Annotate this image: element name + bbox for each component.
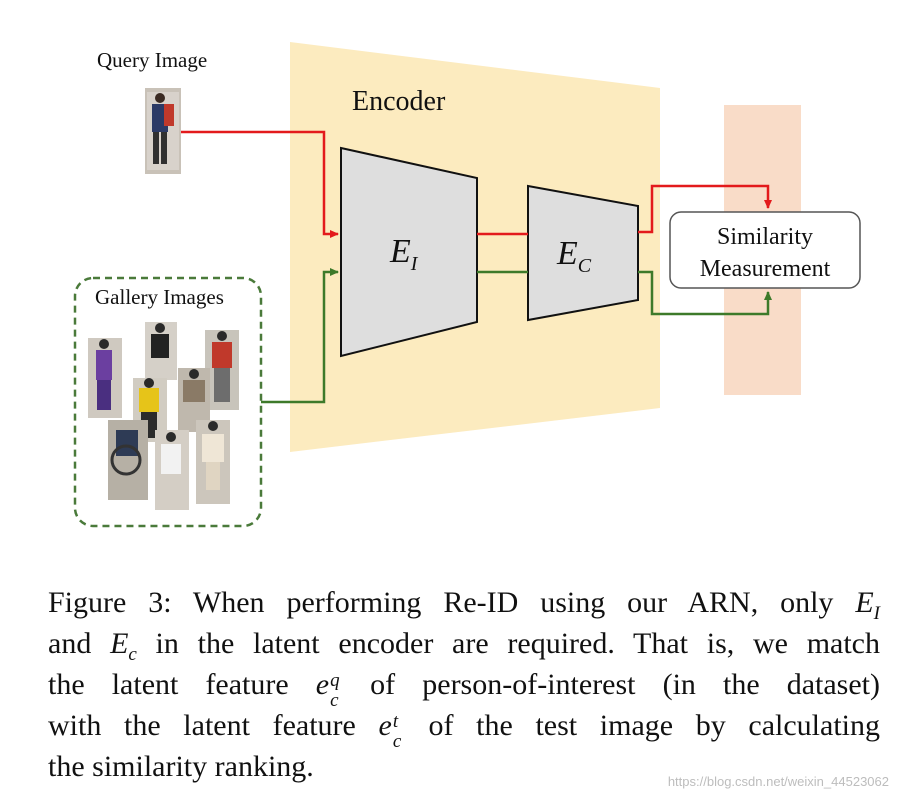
architecture-diagram: Encoder EI EC Similarity Measurement Que… [73, 42, 861, 528]
caption-line-2: and Ec in the latent encoder are require… [48, 627, 880, 665]
query-image-label: Query Image [97, 48, 207, 72]
watermark: https://blog.csdn.net/weixin_44523062 [667, 774, 889, 789]
gallery-images-label: Gallery Images [95, 285, 224, 309]
similarity-line1: Similarity [717, 224, 813, 250]
ei-block [340, 146, 478, 358]
similarity-box [669, 211, 861, 289]
caption-line-1: Figure 3: When performing Re-ID using ou… [48, 586, 880, 624]
ei-label: EI [389, 233, 419, 275]
ec-similarity-query-arrow [638, 184, 772, 234]
gallery-arrow [261, 268, 339, 404]
ec-block [527, 184, 639, 322]
figure-caption: Figure 3: When performing Re-ID using ou… [48, 582, 880, 787]
query-image [145, 88, 181, 174]
caption-line-5: the similarity ranking. [48, 750, 314, 783]
similarity-line2: Measurement [700, 256, 831, 282]
encoder-label: Encoder [352, 86, 446, 117]
query-arrow [181, 130, 339, 238]
ec-similarity-gallery-arrow [638, 270, 772, 316]
gallery-images [88, 322, 239, 510]
ec-label: EC [556, 235, 592, 277]
